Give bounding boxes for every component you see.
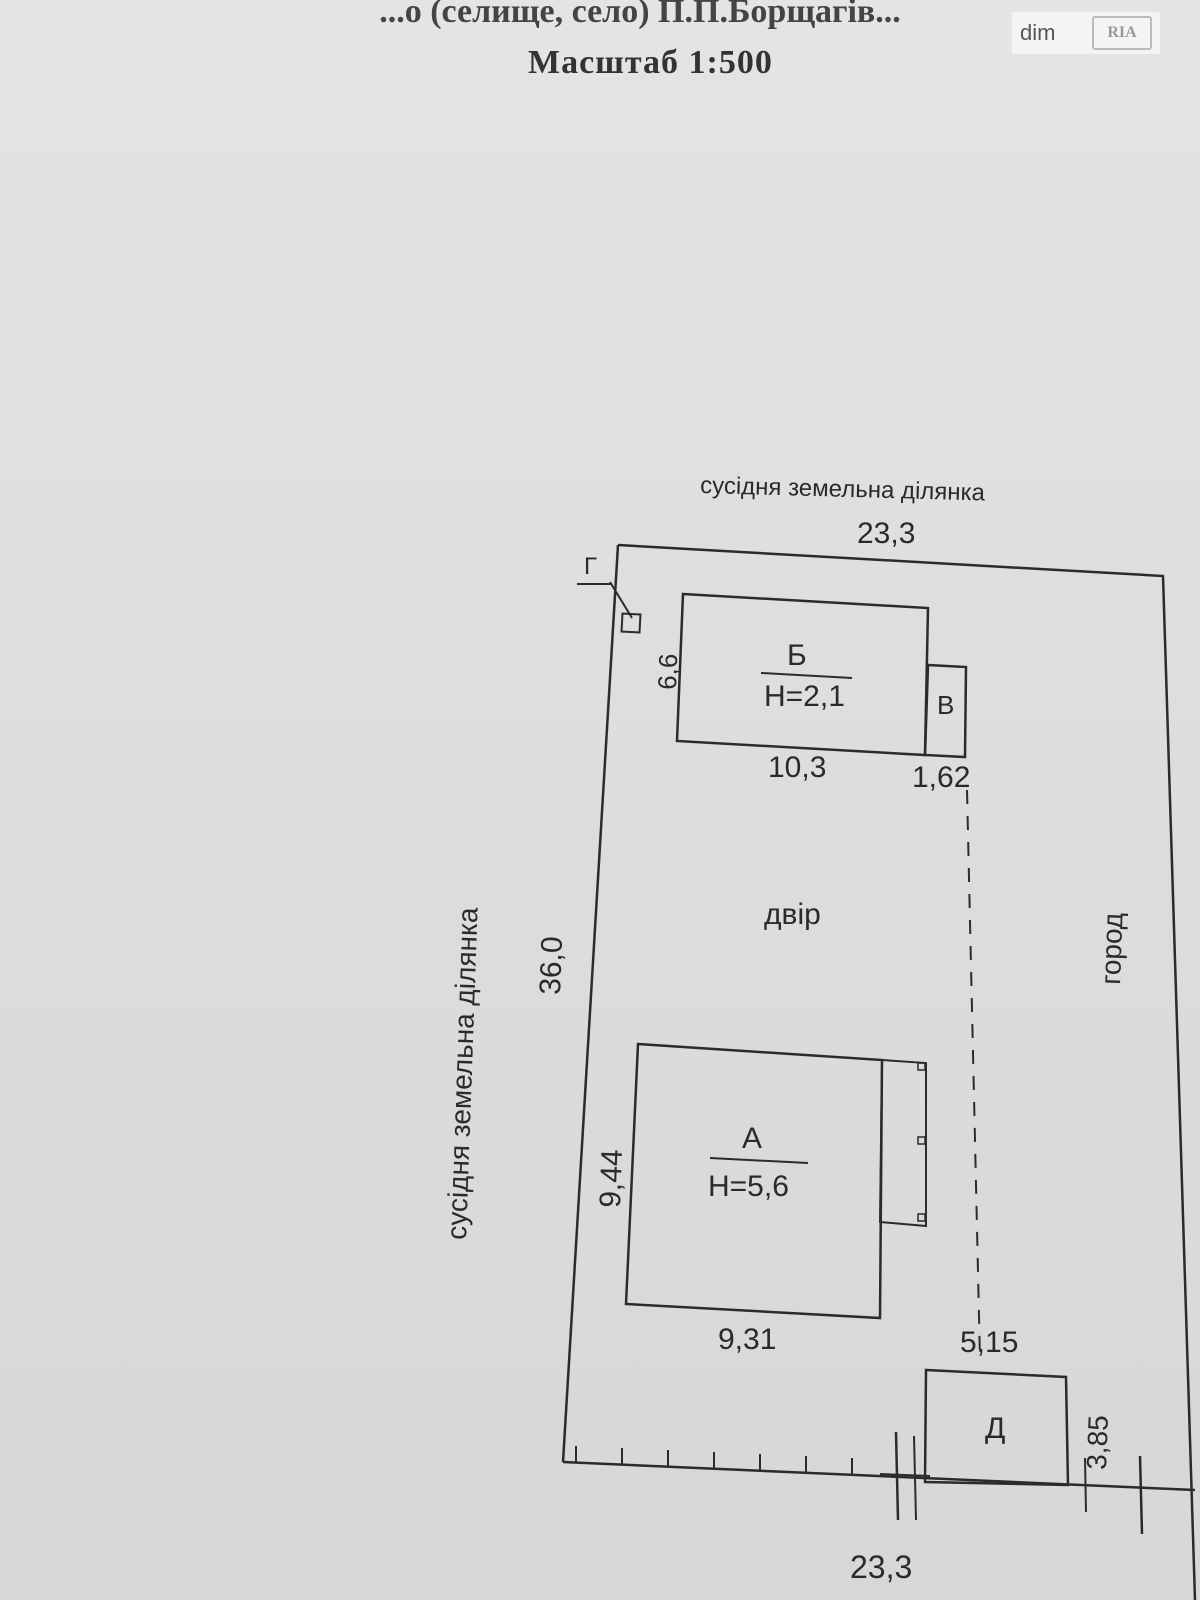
building-d-letter: Д: [985, 1412, 1005, 1445]
building-d-outline: [923, 1368, 1070, 1487]
plot-left-edge: [561, 544, 620, 1463]
header-scale: Масштаб 1:500: [528, 44, 773, 81]
building-b-depth: 6,6: [652, 653, 683, 690]
veranda-post-3: [917, 1213, 926, 1222]
building-v-letter: В: [937, 690, 954, 720]
left-length-label: 36,0: [534, 936, 569, 996]
building-a-divider: [709, 1157, 809, 1164]
bottom-length-label: 23,3: [850, 1549, 912, 1585]
building-b-letter: Б: [787, 639, 807, 672]
building-a-veranda: [878, 1058, 927, 1228]
veranda-post-1: [917, 1062, 926, 1071]
watermark-logo-icon: RIA: [1092, 16, 1152, 50]
building-b-height: Н=2,1: [764, 680, 845, 713]
building-a-width: 9,31: [718, 1323, 776, 1356]
building-a-depth: 9,44: [594, 1149, 629, 1209]
left-neighbor-label: сусідня земельна ділянка: [441, 907, 484, 1241]
building-v-width: 1,62: [912, 761, 970, 794]
right-post: [1138, 1455, 1144, 1535]
building-a-letter: А: [742, 1122, 762, 1155]
garden-label: город: [1095, 912, 1128, 985]
gate-post: [894, 1431, 900, 1521]
gate-post: [913, 1435, 917, 1521]
yard-label: двір: [764, 898, 821, 931]
building-a-outline: [624, 1042, 884, 1320]
watermark-text: dim: [1020, 20, 1056, 45]
marker-g-leader: [609, 581, 633, 619]
marker-g-square: [620, 612, 642, 634]
building-a-height: Н=5,6: [708, 1170, 789, 1203]
right-post: [1084, 1457, 1087, 1513]
veranda-post-2: [917, 1136, 926, 1145]
dashed-divider: [966, 789, 981, 1361]
plot-bottom-edge: [562, 1460, 1196, 1492]
building-b-divider: [760, 672, 853, 679]
watermark: dim RIA: [1012, 12, 1160, 54]
building-d-depth: 3,85: [1081, 1415, 1114, 1471]
marker-g-label: Г: [584, 553, 597, 580]
building-v-outline: [923, 663, 968, 759]
top-length-label: 23,3: [857, 517, 915, 550]
gate-bar: [879, 1473, 931, 1477]
top-neighbor-label: сусідня земельна ділянка: [700, 472, 986, 506]
plot-boundary: [617, 543, 1197, 1600]
header-location: ...о (селище, село) П.П.Борщагів...: [379, 0, 901, 30]
building-d-width: 5,15: [960, 1326, 1018, 1359]
building-b-width: 10,3: [768, 751, 826, 784]
